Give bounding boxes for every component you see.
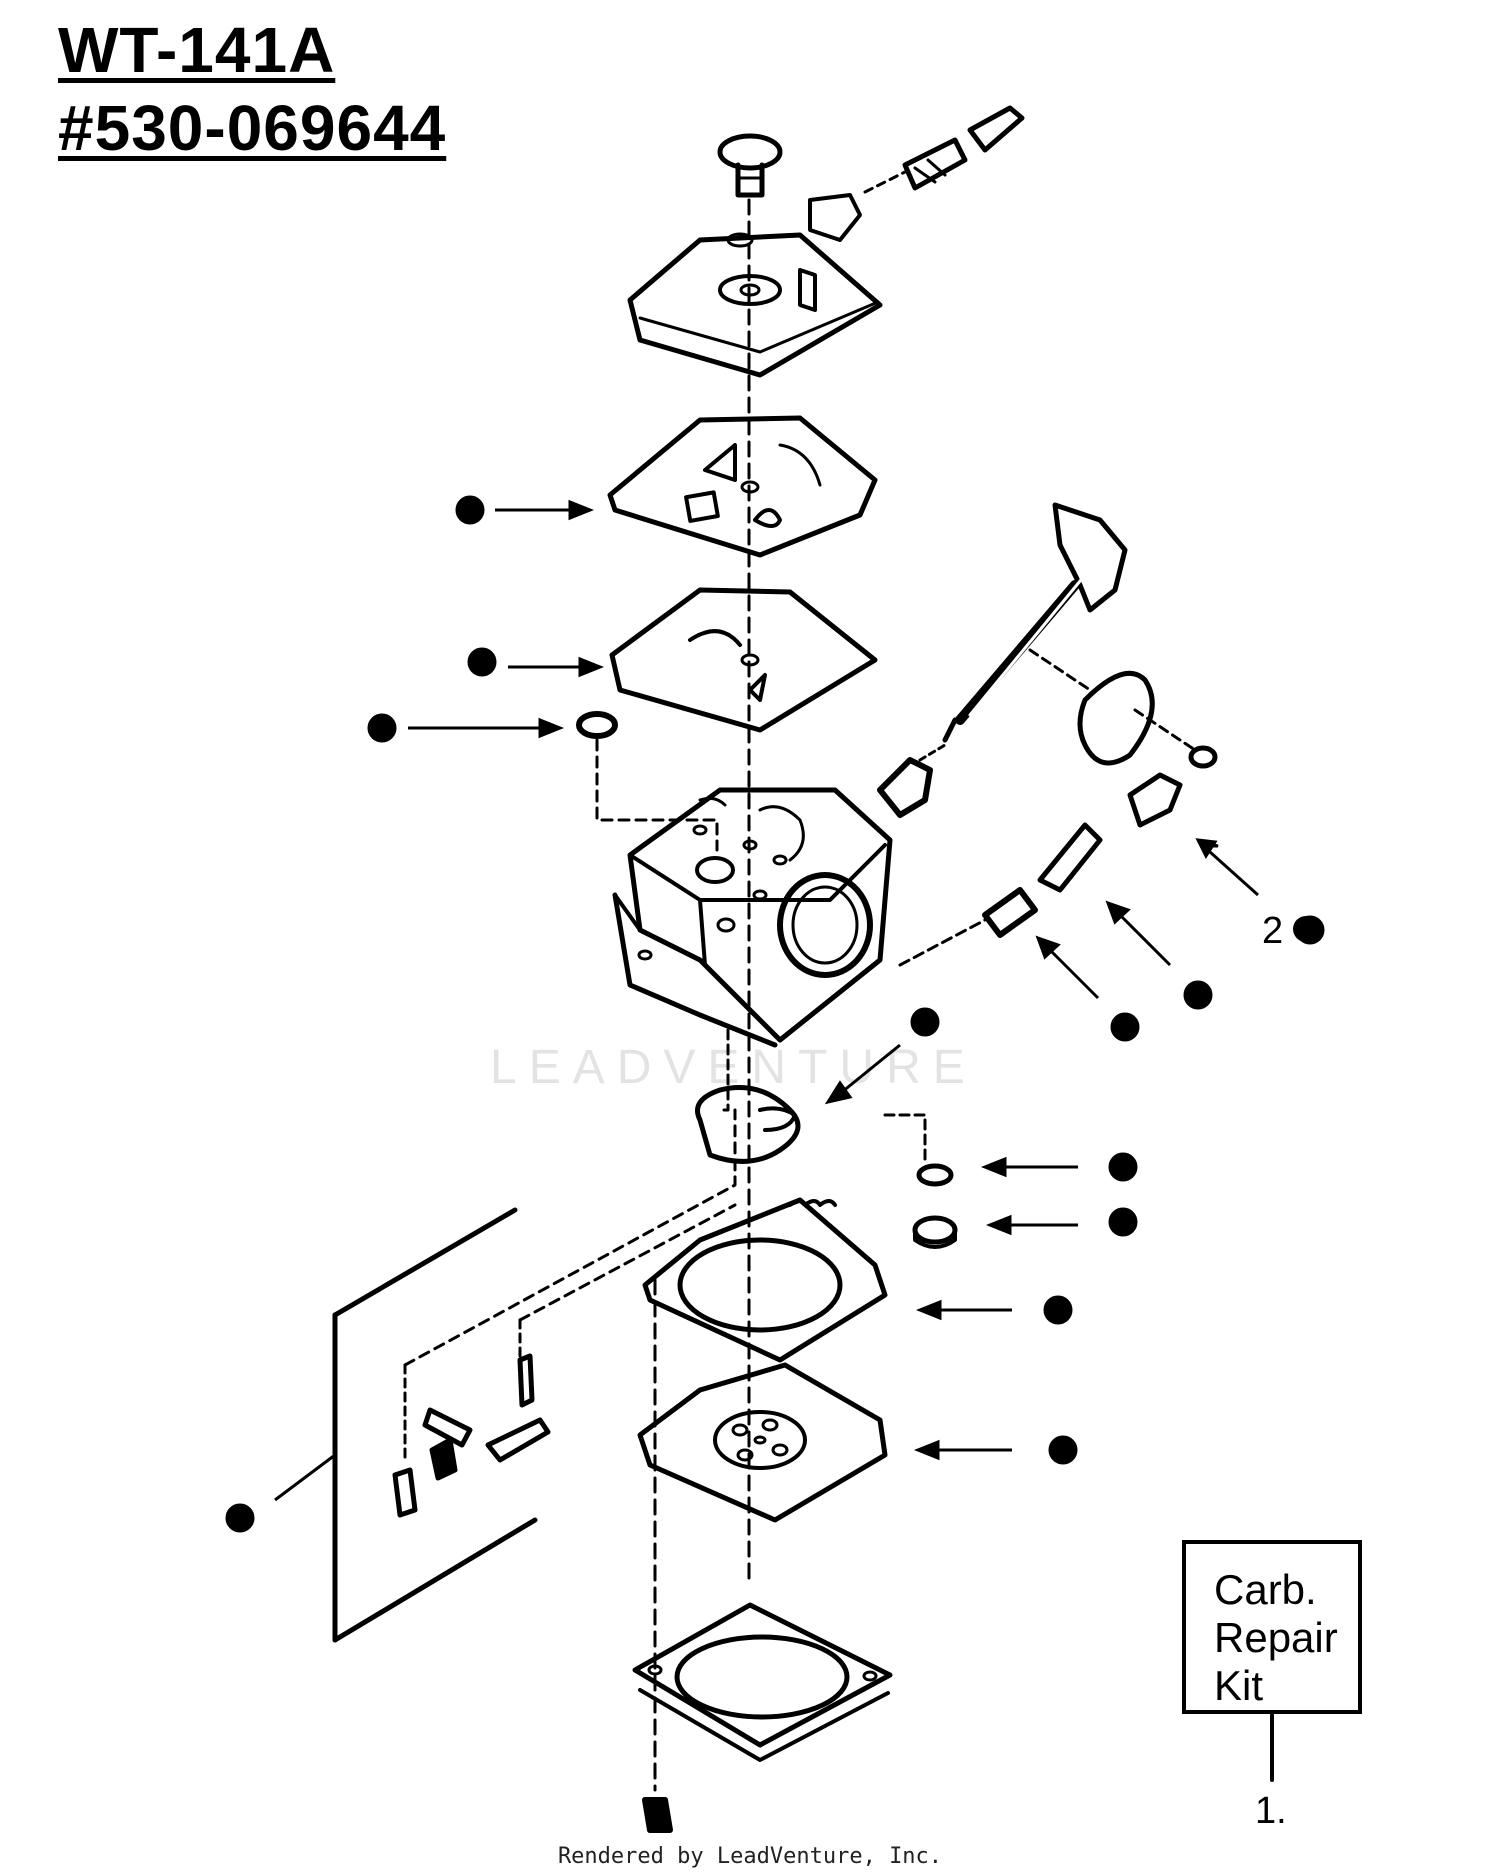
metering-gasket-part[interactable] <box>642 1197 888 1363</box>
fuel-fitting-part[interactable] <box>1127 772 1183 828</box>
welch-plug-part[interactable] <box>912 1215 958 1249</box>
callout-metering-gasket <box>915 1295 1073 1325</box>
callout-needle-1 <box>1105 900 1213 1010</box>
callout-pump-gasket <box>455 495 595 525</box>
mixture-needle-part[interactable] <box>898 822 1103 967</box>
callout-inlet-screen <box>367 713 565 743</box>
callout-metering-diaphragm <box>913 1435 1078 1465</box>
carb-repair-kit-label: Carb. Repair Kit <box>1182 1540 1362 1714</box>
callout-needle-2 <box>1035 935 1140 1042</box>
pump-diaphragm-part[interactable] <box>609 587 878 733</box>
callout-inlet-needle <box>980 1152 1138 1182</box>
fuel-pump-cover-part[interactable] <box>627 193 883 378</box>
linkage-pin-part[interactable] <box>392 1353 551 1518</box>
metering-lever-part[interactable] <box>695 1028 801 1164</box>
kit-label-line2: Repair <box>1214 1614 1338 1661</box>
footer-credit: Rendered by LeadVenture, Inc. <box>557 1844 943 1869</box>
metering-cover-part[interactable] <box>632 1602 893 1762</box>
callout-metering-lever <box>824 1007 940 1105</box>
inlet-needle-part[interactable] <box>883 1113 954 1187</box>
top-screw-part[interactable] <box>717 133 783 198</box>
model-title: WT-141A <box>58 14 336 86</box>
shaft-spring-part[interactable] <box>877 743 947 818</box>
cover-screw-part[interactable] <box>642 1797 673 1833</box>
metering-diaphragm-part[interactable] <box>637 1362 888 1523</box>
callout-markers <box>225 495 1325 1533</box>
inlet-screen-part[interactable] <box>576 711 719 852</box>
kit-reference-number: 1. <box>1255 1790 1287 1832</box>
callout-dot-2 <box>1293 916 1319 942</box>
part-number-title: #530-069644 <box>58 92 447 164</box>
pump-gasket-part[interactable] <box>607 415 878 558</box>
callout-pump-diaphragm <box>467 647 605 678</box>
idle-adjust-screw-part[interactable] <box>863 105 1025 194</box>
callout-number-2: 2 <box>1262 910 1284 952</box>
callout-welch-plug <box>985 1207 1138 1237</box>
callout-linkage-kit <box>225 1453 336 1533</box>
linkage-kit-outline <box>332 1108 737 1643</box>
throttle-plate-part[interactable] <box>1077 670 1218 769</box>
carburetor-body-part[interactable] <box>612 787 893 1048</box>
kit-label-line3: Kit <box>1214 1662 1264 1709</box>
throttle-shaft-part[interactable] <box>942 502 1128 743</box>
kit-label-line1: Carb. <box>1214 1566 1317 1613</box>
